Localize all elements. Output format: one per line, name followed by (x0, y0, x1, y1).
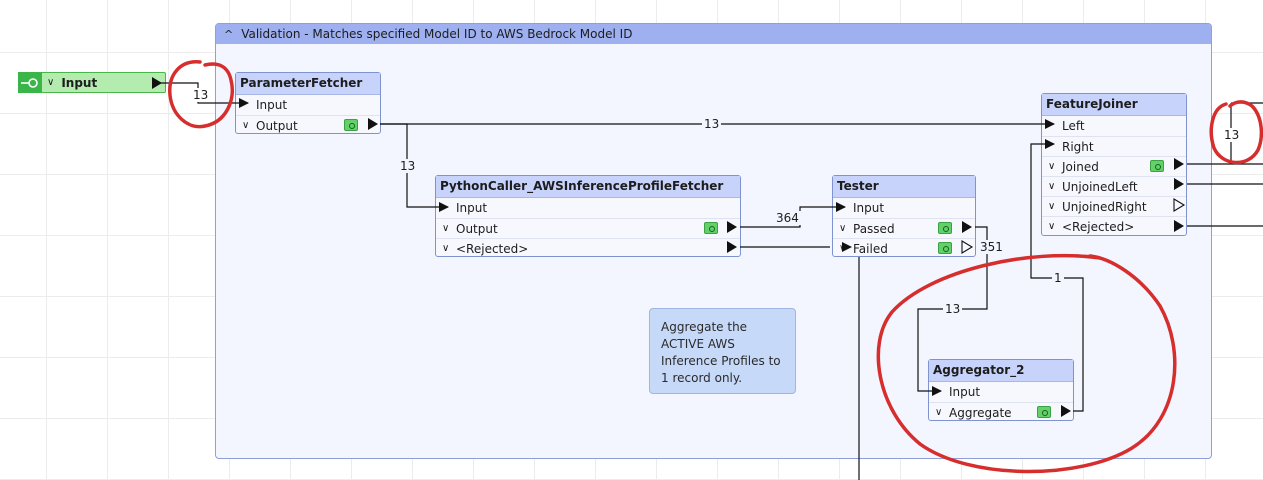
node-title: PythonCaller_AWSInferenceProfileFetcher (436, 176, 740, 198)
port-label: Joined (1062, 160, 1099, 174)
rejected-port[interactable]: ∨ <Rejected> (1042, 216, 1186, 236)
left-port[interactable]: Left (1042, 116, 1186, 136)
chevron-down-icon[interactable]: ∨ (1048, 181, 1056, 192)
feature-count: 364 (774, 211, 801, 225)
port-label: Left (1062, 119, 1085, 133)
feature-count: 1 (1052, 271, 1064, 285)
creator-icon (18, 72, 42, 93)
chevron-down-icon[interactable]: ∨ (1048, 161, 1056, 172)
port-label: Input (256, 98, 288, 112)
unjoined-right-port[interactable]: ∨ UnjoinedRight (1042, 196, 1186, 216)
input-port[interactable]: Input (236, 95, 380, 115)
port-label: Failed (853, 242, 888, 256)
port-label: <Rejected> (456, 242, 529, 256)
chevron-down-icon[interactable]: ∨ (1048, 221, 1056, 232)
parameter-fetcher-node[interactable]: ParameterFetcher Input ∨ Output (235, 72, 381, 134)
eye-icon[interactable] (1037, 406, 1051, 418)
joined-port[interactable]: ∨ Joined (1042, 156, 1186, 176)
input-creator-node[interactable]: ∨ Input (18, 72, 166, 93)
feature-count: 351 (978, 240, 1005, 254)
input-port[interactable]: Input (833, 198, 975, 218)
chevron-down-icon[interactable]: ∨ (242, 120, 250, 131)
feature-count: 13 (191, 88, 211, 102)
port-label: Passed (853, 222, 895, 236)
creator-label: Input (61, 75, 98, 90)
node-title: Tester (833, 176, 975, 198)
port-label: Output (256, 119, 298, 133)
bookmark-header[interactable]: ^ Validation - Matches specified Model I… (216, 24, 1211, 44)
tester-node[interactable]: Tester Input ∨ Passed ∨ Failed (832, 175, 976, 257)
output-port[interactable]: ∨ Output (436, 218, 740, 238)
chevron-down-icon[interactable]: ∨ (442, 243, 450, 254)
right-port[interactable]: Right (1042, 136, 1186, 156)
port-label: Input (456, 201, 488, 215)
unjoined-left-port[interactable]: ∨ UnjoinedLeft (1042, 176, 1186, 196)
port-label: Aggregate (949, 406, 1012, 420)
rejected-port[interactable]: ∨ <Rejected> (436, 238, 740, 258)
feature-count: 13 (1222, 128, 1242, 142)
eye-icon[interactable] (344, 119, 358, 131)
chevron-down-icon[interactable]: ∨ (1048, 201, 1056, 212)
port-label: Input (949, 385, 981, 399)
feature-joiner-node[interactable]: FeatureJoiner Left Right ∨ Joined ∨ Unjoin… (1041, 93, 1187, 236)
port-label: UnjoinedLeft (1062, 180, 1138, 194)
eye-icon[interactable] (938, 242, 952, 254)
annotation-note[interactable]: Aggregate the ACTIVE AWS Inference Profi… (649, 308, 796, 394)
bookmark-title: Validation - Matches specified Model ID … (241, 27, 633, 41)
feature-count: 13 (702, 117, 722, 131)
aggregator-node[interactable]: Aggregator_2 Input ∨ Aggregate (928, 359, 1074, 421)
chevron-down-icon[interactable]: ∨ (935, 407, 943, 418)
input-port[interactable]: Input (436, 198, 740, 218)
node-title: Aggregator_2 (929, 360, 1073, 382)
port-label: Output (456, 222, 498, 236)
port-label: Input (853, 201, 885, 215)
failed-port[interactable]: ∨ Failed (833, 238, 975, 258)
python-caller-node[interactable]: PythonCaller_AWSInferenceProfileFetcher … (435, 175, 741, 257)
port-label: UnjoinedRight (1062, 200, 1147, 214)
port-label: <Rejected> (1062, 220, 1135, 234)
collapse-caret-icon[interactable]: ^ (224, 27, 234, 41)
chevron-down-icon[interactable]: ∨ (839, 243, 847, 254)
passed-port[interactable]: ∨ Passed (833, 218, 975, 238)
output-port[interactable]: ∨ Output (236, 115, 380, 135)
chevron-down-icon[interactable]: ∨ (442, 223, 450, 234)
chevron-down-icon[interactable]: ∨ (839, 223, 847, 234)
node-title: ParameterFetcher (236, 73, 380, 95)
port-label: Right (1062, 140, 1094, 154)
feature-count: 13 (943, 302, 963, 316)
eye-icon[interactable] (704, 222, 718, 234)
node-title: FeatureJoiner (1042, 94, 1186, 116)
input-port[interactable]: Input (929, 382, 1073, 402)
chevron-down-icon[interactable]: ∨ (47, 77, 55, 88)
aggregate-port[interactable]: ∨ Aggregate (929, 402, 1073, 422)
eye-icon[interactable] (1150, 160, 1164, 172)
eye-icon[interactable] (938, 222, 952, 234)
feature-count: 13 (398, 159, 418, 173)
